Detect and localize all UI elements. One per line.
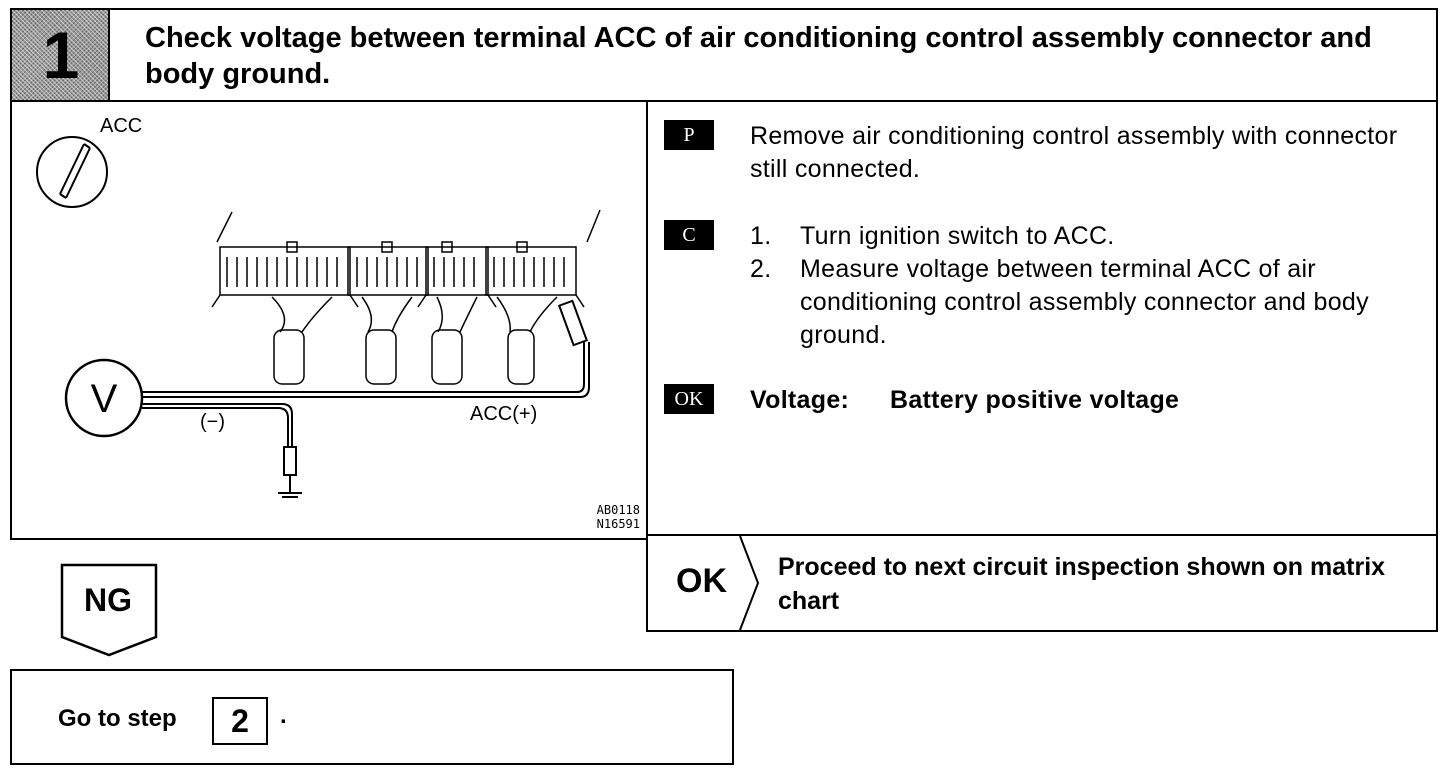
ok-result-box	[646, 534, 1438, 632]
ng-badge	[60, 563, 158, 657]
figure-ref-code-1: AB0118	[597, 503, 640, 517]
connector-wiring-diagram: V ACC (−) ACC(+) AB0118 N16591	[36, 115, 640, 531]
ok-arrow-divider	[739, 536, 760, 630]
preparation-text: Remove air conditioning control assembly…	[750, 122, 1398, 183]
ok-tag: OK	[664, 384, 714, 414]
positive-test-lead	[142, 299, 590, 398]
ok-criteria-label: Voltage:	[750, 386, 850, 414]
ng-action-box	[10, 669, 734, 765]
voltmeter-icon: V	[64, 358, 144, 438]
ok-result-text: Proceed to next circuit inspection shown…	[778, 553, 1386, 615]
ignition-key-icon	[36, 136, 108, 208]
check-item-2-text: Measure voltage between terminal ACC of …	[800, 255, 1369, 349]
acc-label: ACC	[100, 115, 142, 137]
negative-test-lead	[142, 403, 302, 498]
go-to-step-period: .	[280, 702, 287, 729]
voltmeter-symbol: V	[91, 377, 118, 421]
figure-ref-code-2: N16591	[597, 517, 640, 531]
check-item-2-num: 2.	[750, 255, 772, 283]
connector-housing	[211, 209, 601, 308]
figure-panel: V ACC (−) ACC(+) AB0118 N16591	[10, 100, 648, 540]
negative-probe-label: (−)	[200, 411, 225, 433]
go-to-step-text: Go to step	[58, 705, 177, 732]
ok-result-label: OK	[676, 562, 727, 600]
preparation-tag: P	[664, 120, 714, 150]
step-number: 1	[42, 18, 80, 92]
go-to-step-number[interactable]: 2	[212, 697, 268, 745]
ok-criteria-value: Battery positive voltage	[890, 386, 1180, 414]
check-tag: C	[664, 220, 714, 250]
step-title: Check voltage between terminal ACC of ai…	[145, 22, 1372, 90]
check-item-1-num: 1.	[750, 222, 772, 250]
step-number-badge: 1	[12, 10, 110, 100]
ng-result-label: NG	[84, 582, 132, 618]
wire-harness	[271, 296, 558, 385]
check-item-1-text: Turn ignition switch to ACC.	[800, 222, 1115, 250]
positive-probe-label: ACC(+)	[470, 403, 537, 425]
